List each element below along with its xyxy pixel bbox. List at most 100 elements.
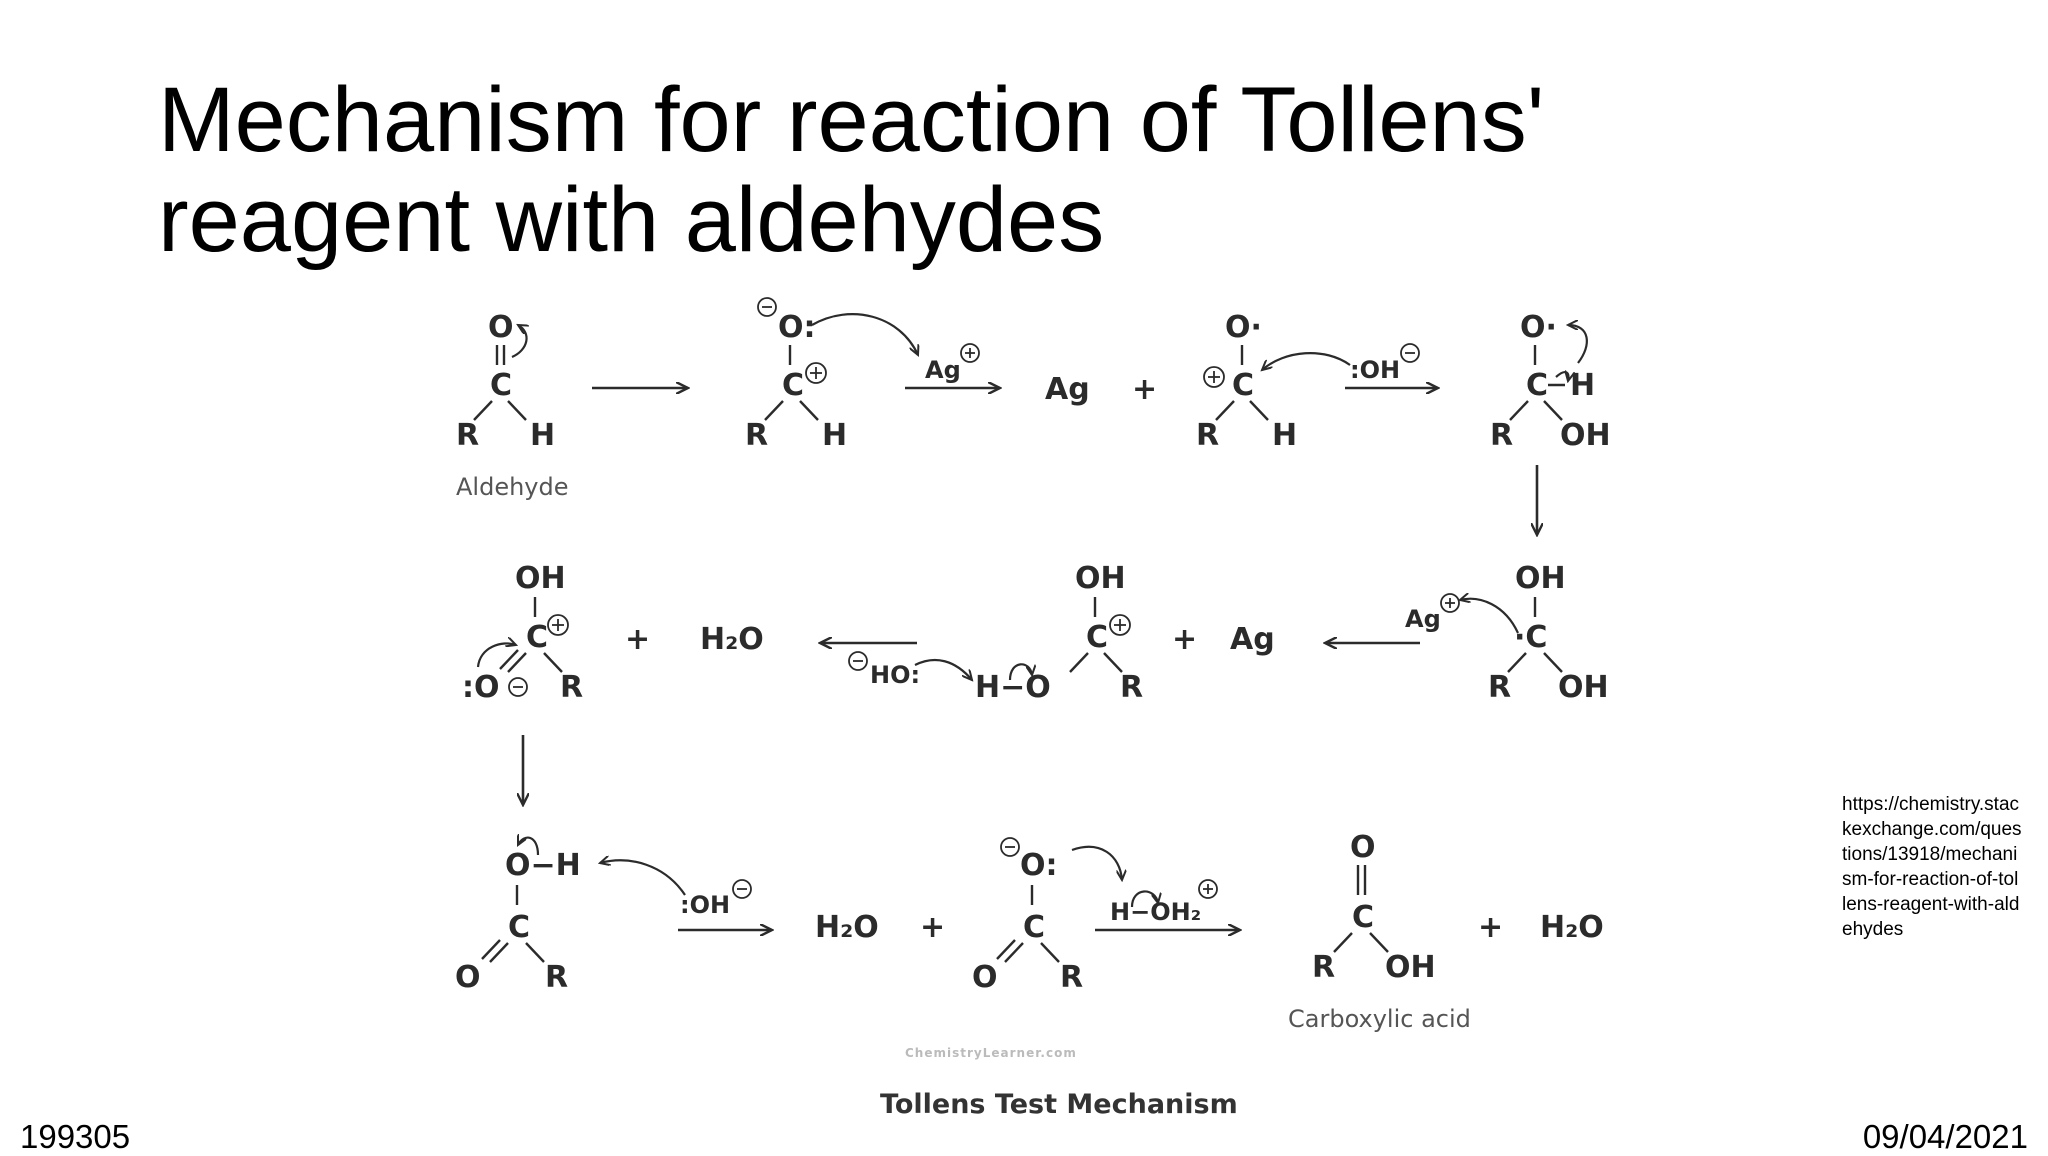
positive-charge-icon (1440, 593, 1460, 613)
atom-o-lonepair: O: (1020, 848, 1058, 883)
radical-hydroxy: O· C H R OH (1490, 310, 1611, 453)
carboxylic-acid-oh: O−H C O R (455, 838, 686, 995)
positive-charge-icon (1203, 366, 1225, 388)
reagent-ag: Ag (925, 356, 961, 384)
curly-arrow (1460, 599, 1519, 634)
positive-charge-icon (960, 343, 980, 363)
curly-arrow (1008, 663, 1032, 681)
atom-r: R (1120, 670, 1143, 705)
atom-r: R (1060, 960, 1083, 995)
curly-arrow (600, 860, 686, 896)
atom-o-radical: O· (1225, 310, 1262, 345)
negative-charge-icon (757, 297, 777, 317)
atom-o: O (1350, 830, 1376, 865)
source-link[interactable]: https://chemistry.stackexchange.com/ques… (1842, 794, 2022, 940)
atom-o-lonepair: O: (778, 310, 816, 345)
curly-arrow (914, 658, 972, 680)
atom-h: H (1272, 418, 1297, 453)
atom-h-o: H−O (975, 670, 1051, 705)
plus-sign: + (1132, 372, 1157, 407)
atom-r: R (456, 418, 479, 453)
curly-arrow (518, 838, 540, 856)
radical-gem-diol: OH ·C R OH (1460, 561, 1609, 705)
atom-r: R (1312, 950, 1335, 985)
title-line-1: Mechanism for reaction of Tollens' (158, 69, 1545, 171)
atom-o: O (488, 310, 514, 345)
slide-title: Mechanism for reaction of Tollens' reage… (158, 70, 1544, 270)
atom-h: H (530, 418, 555, 453)
atom-r: R (1488, 670, 1511, 705)
watermark: ChemistryLearner.com (905, 1046, 1077, 1060)
carboxylic-acid-product: O C R OH Carboxylic acid (1288, 830, 1471, 1033)
atom-h: H (822, 418, 847, 453)
atom-o-h: O−H (505, 848, 581, 883)
atom-o-radical: O· (1520, 310, 1557, 345)
atom-r: R (545, 960, 568, 995)
curly-arrow (476, 643, 516, 668)
positive-charge-icon (1109, 614, 1131, 636)
plus-sign: + (920, 910, 945, 945)
atom-c: C (1526, 368, 1548, 403)
atom-oh: OH (515, 561, 566, 596)
negative-charge-icon (508, 677, 528, 697)
title-line-2: reagent with aldehydes (158, 169, 1105, 271)
radical-cation: O· C R H (1196, 310, 1351, 453)
footer-id: 199305 (20, 1118, 131, 1155)
product-water: H₂O (700, 622, 764, 657)
reagent-ag: Ag (1405, 605, 1441, 633)
atom-r: R (1490, 418, 1513, 453)
oxonium-intermediate: OH C :O R (462, 561, 583, 705)
positive-charge-icon (805, 362, 827, 384)
curly-arrow (1262, 351, 1351, 370)
plus-sign: + (1172, 622, 1197, 657)
atom-c: C (490, 368, 512, 403)
negative-charge-icon (1000, 837, 1020, 857)
atom-oh: OH (1515, 561, 1566, 596)
curly-arrow (1568, 325, 1588, 364)
atom-c-radical: ·C (1514, 620, 1547, 655)
curly-arrow (511, 325, 527, 359)
reagent-hydroxide: HO: (870, 661, 920, 689)
atom-c: C (1232, 368, 1254, 403)
positive-charge-icon (547, 614, 569, 636)
plus-sign: + (625, 622, 650, 657)
tollens-mechanism-scheme: O C R H Aldehyde O: C R H Ag Ag + O· (455, 297, 1611, 1120)
caption-aldehyde: Aldehyde (456, 473, 569, 501)
plus-sign: + (1478, 910, 1503, 945)
negative-charge-icon (848, 651, 868, 671)
caption-carboxylic-acid: Carboxylic acid (1288, 1005, 1471, 1033)
atom-oh: OH (1385, 950, 1436, 985)
atom-h: H (1570, 368, 1595, 403)
product-ag: Ag (1230, 622, 1275, 657)
product-water: H₂O (815, 910, 879, 945)
footer-date: 09/04/2021 (1862, 1118, 2028, 1155)
atom-c: C (782, 368, 804, 403)
atom-c: C (1086, 620, 1108, 655)
atom-oh: OH (1558, 670, 1609, 705)
protonated-carbocation: OH C H−O R (914, 561, 1143, 705)
curly-arrow (811, 313, 918, 355)
atom-r: R (745, 418, 768, 453)
atom-oh: OH (1560, 418, 1611, 453)
curly-arrow (1130, 890, 1158, 908)
curly-arrow (1071, 845, 1122, 880)
carboxylate: O: C O R (972, 837, 1158, 995)
reagent-hydroxide: :OH (1350, 356, 1400, 384)
scheme-caption: Tollens Test Mechanism (880, 1089, 1238, 1120)
atom-c: C (526, 620, 548, 655)
negative-charge-icon (1400, 343, 1420, 363)
atom-r: R (560, 670, 583, 705)
curly-arrow (1555, 372, 1568, 381)
carbocation-alkoxide: O: C R H (745, 297, 918, 453)
atom-c: C (1352, 900, 1374, 935)
reagent-hydronium: H−OH₂ (1110, 898, 1201, 926)
atom-oh: OH (1075, 561, 1126, 596)
positive-charge-icon (1198, 879, 1218, 899)
atom-c: C (508, 910, 530, 945)
aldehyde-structure: O C R H Aldehyde (456, 310, 569, 501)
negative-charge-icon (732, 879, 752, 899)
atom-c: C (1023, 910, 1045, 945)
atom-r: R (1196, 418, 1219, 453)
atom-o: O (455, 960, 481, 995)
